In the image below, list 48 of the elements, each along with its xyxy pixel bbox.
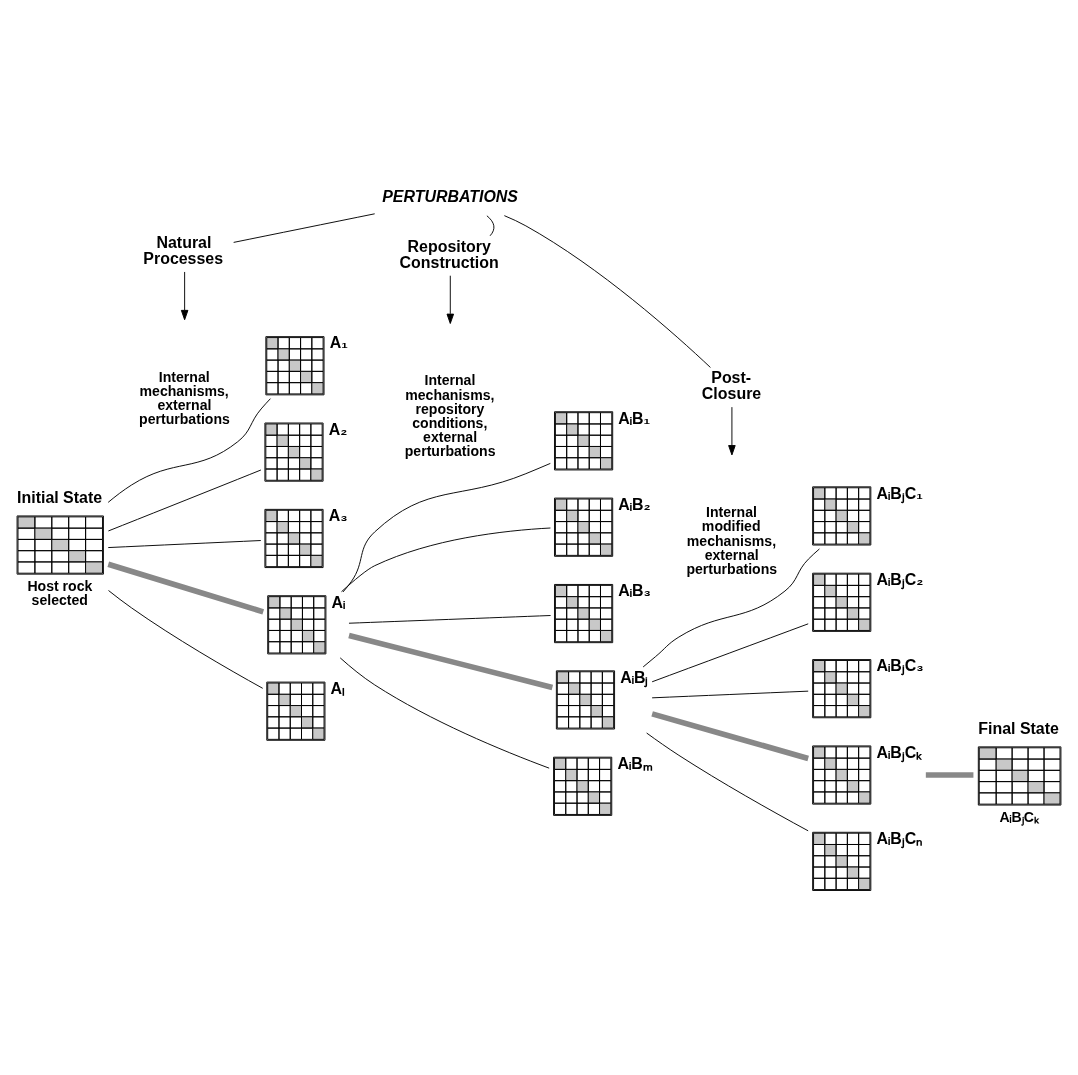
connector xyxy=(651,690,809,698)
node-label: AᵢB₁ xyxy=(618,409,651,427)
connector xyxy=(339,656,550,769)
connector xyxy=(107,469,262,531)
node-text: Post- Closure xyxy=(701,368,762,402)
arrow xyxy=(446,274,455,324)
connector xyxy=(651,710,809,761)
node-label: A₃ xyxy=(328,506,348,524)
connector xyxy=(503,214,711,368)
connector xyxy=(348,614,552,624)
node-label: AᵢBⱼCₖ xyxy=(876,743,923,761)
node-text: PERTURBATIONS xyxy=(382,187,519,205)
node-label: AᵢBⱼC₁ xyxy=(876,484,923,502)
connector xyxy=(646,732,809,831)
node-label: AᵢBⱼC₂ xyxy=(876,570,924,588)
node-label: A₁ xyxy=(329,333,348,351)
node-label: AᵢBⱼCₖ xyxy=(999,808,1039,825)
connector xyxy=(107,539,262,548)
node-label: AᵢBₘ xyxy=(617,754,653,772)
arrow xyxy=(728,406,736,455)
arrow xyxy=(180,271,189,320)
node-label: A₂ xyxy=(328,420,348,438)
connector xyxy=(486,214,495,236)
node-label: Final State xyxy=(978,719,1059,737)
connector xyxy=(348,632,554,690)
connector xyxy=(642,548,820,667)
node-label: AᵢBⱼCₙ xyxy=(876,829,923,847)
connector xyxy=(341,527,551,592)
node-label: Host rock selected xyxy=(27,577,93,608)
node-text: Natural Processes xyxy=(143,233,224,267)
node-label: Initial State xyxy=(17,488,103,506)
connector xyxy=(107,397,271,503)
node-label: Aᵢ xyxy=(331,593,346,611)
node-label: AᵢB₂ xyxy=(618,495,651,513)
connector xyxy=(342,462,551,592)
label: Internal mechanisms, repository conditions, external perturbations xyxy=(404,371,496,459)
connector xyxy=(233,212,376,243)
connector xyxy=(107,561,265,615)
node-label: AᵢB₃ xyxy=(618,581,651,599)
label: Internal mechanisms, external perturbations xyxy=(139,368,230,427)
node-label: AᵢBⱼC₃ xyxy=(876,656,924,674)
label: Internal modified mechanisms, external perturbations xyxy=(686,503,778,577)
connector xyxy=(108,589,264,689)
node-label: AᵢBⱼ xyxy=(620,668,649,686)
connector xyxy=(651,622,809,682)
node-label: Aₗ xyxy=(330,679,346,697)
node-text: Repository Construction xyxy=(399,237,499,271)
connector xyxy=(925,771,974,778)
